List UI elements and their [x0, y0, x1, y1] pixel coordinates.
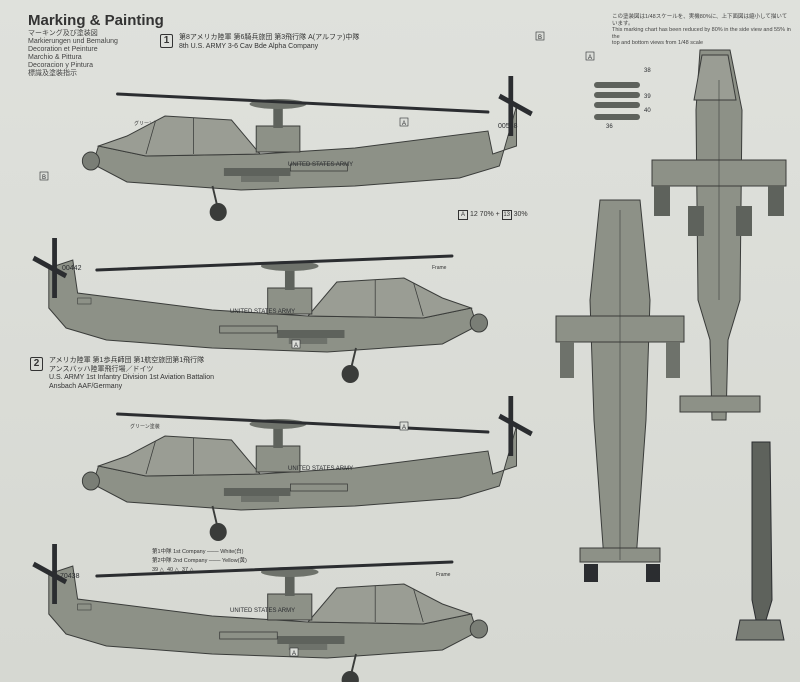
part-label-a-4: A: [292, 651, 296, 657]
scheme-1-profile-a: [82, 76, 531, 221]
paint-ratio-label: A: [458, 210, 468, 220]
missile-label-40: 40: [644, 108, 651, 114]
title-fr: Decoration et Peinture: [28, 46, 98, 53]
scale-note: この塗装図は1/48スケールを、実機80%に、上下面図は縮小して描いています。 …: [612, 14, 792, 47]
scheme-2-jp2: アンスバッハ陸軍飛行場／ドイツ: [48, 365, 154, 373]
title-jp: マーキング及び塗装図: [28, 30, 98, 37]
part-label-a-1: A: [402, 121, 406, 127]
fuselage-text-4: UNITED STATES ARMY: [230, 608, 295, 614]
scale-note-jp: この塗装図は1/48スケールを、実機80%に、上下面図は縮小して描いています。: [612, 14, 788, 27]
serial-3: 70438: [60, 573, 80, 580]
paint-ratio-text-2: 30%: [513, 211, 528, 218]
part-label-b-2: B: [42, 175, 46, 181]
scheme-2-en-1: U.S. ARMY 1st Infantry Division 1st Avia…: [48, 374, 215, 381]
part-label-a-3: A: [402, 425, 406, 431]
scale-note-en-2: top and bottom views from 1/48 scale: [612, 40, 704, 46]
legend-mark-3: 37: [181, 567, 189, 573]
missile-label-39: 39: [644, 94, 651, 100]
missile-label-36: 36: [606, 124, 613, 130]
scheme-1-en: 8th U.S. ARMY 3-6 Cav Bde Alpha Company: [178, 42, 319, 50]
serial-1: 00548: [498, 123, 518, 130]
fuselage-text-2: UNITED STATES ARMY: [230, 309, 295, 315]
fuselage-text-1: UNITED STATES ARMY: [288, 162, 353, 168]
title-it: Marchio & Pittura: [28, 54, 82, 61]
scheme-2-jp: アメリカ陸軍 第1歩兵師団 第1航空旅団第1飛行隊: [48, 357, 205, 364]
serial-2: 00442: [62, 265, 82, 272]
top-view: [651, 49, 787, 421]
paint-mix-ratio: A 12 70% + 13 30%: [458, 210, 528, 220]
legend-row-2: 第2中隊 2nd Company ─── Yellow(黄): [152, 558, 247, 564]
title-cn: 標識及塗裝指示: [28, 70, 77, 77]
part-label-a-5: A: [588, 55, 592, 61]
scheme-1-number: 1: [160, 34, 173, 48]
fuselage-text-3: UNITED STATES ARMY: [288, 466, 353, 472]
bottom-view: [555, 199, 685, 582]
callout-frame-2: Frame: [436, 572, 451, 578]
missile-label-38: 38: [644, 68, 651, 74]
scheme-1-header: 1 第8アメリカ陸軍 第6騎兵旅団 第3飛行隊 A(アルファ)中隊 8th U.…: [160, 34, 359, 51]
legend-row-1: 第1中隊 1st Company ─── White(白): [152, 549, 244, 555]
company-color-legend: 第1中隊 1st Company ─── White(白) 第2中隊 2nd C…: [152, 549, 247, 573]
callout-frame-1: Frame: [432, 265, 447, 271]
page-title: Marking & Painting: [28, 12, 164, 29]
paint-ratio-text-1: 12 70% +: [469, 211, 502, 218]
legend-mark-1: 39: [152, 567, 159, 573]
title-de: Markierungen und Bemalung: [28, 38, 118, 45]
title-translations: マーキング及び塗装図 Markierungen und Bemalung Dec…: [28, 30, 118, 78]
missile-detail: [594, 82, 640, 120]
title-es: Decoracion y Pintura: [28, 62, 93, 69]
paint-ratio-code: 13: [501, 210, 512, 220]
scheme-2-number: 2: [30, 357, 43, 371]
scheme-2-header: 2 アメリカ陸軍 第1歩兵師団 第1航空旅団第1飛行隊 アンスバッハ陸軍飛行場／…: [30, 357, 214, 391]
scale-note-en-1: This marking chart has been reduced by 8…: [612, 27, 791, 40]
callout-green-2: グリーン塗装: [130, 424, 160, 430]
part-label-a-2: A: [294, 343, 298, 349]
legend-mark-2: 40: [166, 567, 174, 573]
scheme-2-en-2: Ansbach AAF/Germany: [48, 382, 123, 390]
scheme-1-jp: 第8アメリカ陸軍 第6騎兵旅団 第3飛行隊 A(アルファ)中隊: [178, 34, 360, 41]
rotor-blade-detail: [735, 441, 785, 641]
part-label-b-1: B: [538, 35, 542, 41]
